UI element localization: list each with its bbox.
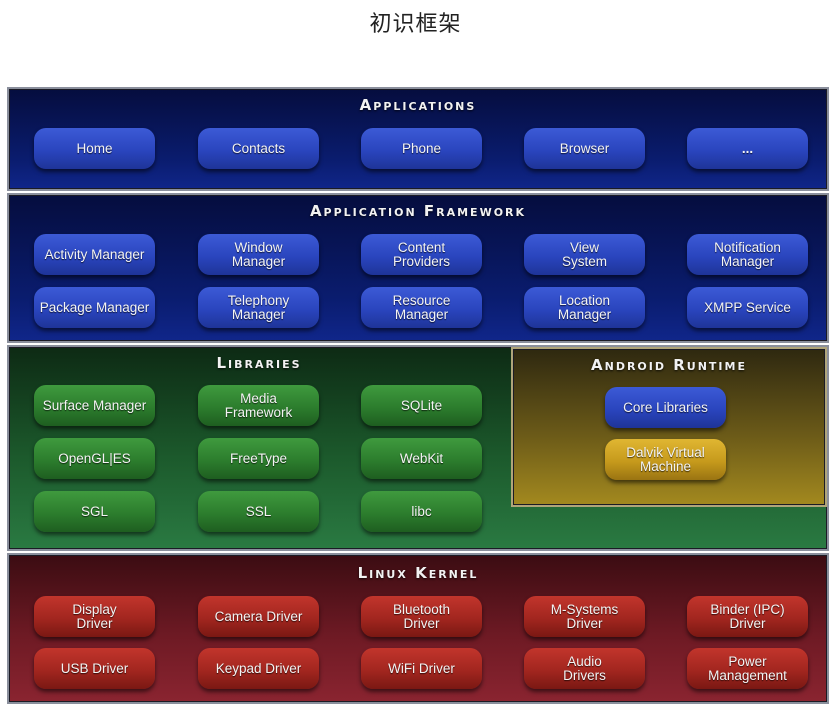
component-power-management[interactable]: Power Management [687,648,808,689]
component-sqlite[interactable]: SQLite [361,385,482,426]
component-display-driver[interactable]: Display Driver [34,596,155,637]
component-libc[interactable]: libc [361,491,482,532]
component-view-system[interactable]: View System [524,234,645,275]
component-contacts[interactable]: Contacts [198,128,319,169]
component-telephony-manager[interactable]: Telephony Manager [198,287,319,328]
component-binder-ipc-driver[interactable]: Binder (IPC) Driver [687,596,808,637]
component-webkit[interactable]: WebKit [361,438,482,479]
component-opengl-es[interactable]: OpenGL|ES [34,438,155,479]
layer-application-framework: Application Framework Activity Manager W… [7,193,829,343]
component-notification-manager[interactable]: Notification Manager [687,234,808,275]
component-usb-driver[interactable]: USB Driver [34,648,155,689]
component-m-systems-driver[interactable]: M-Systems Driver [524,596,645,637]
layer-title-kernel: Linux Kernel [357,564,479,582]
component-xmpp-service[interactable]: XMPP Service [687,287,808,328]
component-more[interactable]: ... [687,128,808,169]
android-architecture-diagram: Applications Home Contacts Phone Browser… [7,87,829,704]
component-freetype[interactable]: FreeType [198,438,319,479]
layer-title-libraries: Libraries [216,354,302,372]
component-content-providers[interactable]: Content Providers [361,234,482,275]
component-camera-driver[interactable]: Camera Driver [198,596,319,637]
layer-title-runtime: Android Runtime [591,356,747,374]
layer-title-applications: Applications [359,96,477,114]
component-wifi-driver[interactable]: WiFi Driver [361,648,482,689]
component-activity-manager[interactable]: Activity Manager [34,234,155,275]
component-phone[interactable]: Phone [361,128,482,169]
component-ssl[interactable]: SSL [198,491,319,532]
layer-applications: Applications Home Contacts Phone Browser… [7,87,829,191]
component-package-manager[interactable]: Package Manager [34,287,155,328]
component-bluetooth-driver[interactable]: Bluetooth Driver [361,596,482,637]
layer-libraries: Libraries Surface Manager Media Framewor… [7,345,829,551]
component-resource-manager[interactable]: Resource Manager [361,287,482,328]
layer-linux-kernel: Linux Kernel Display Driver Camera Drive… [7,553,829,704]
component-sgl[interactable]: SGL [34,491,155,532]
component-window-manager[interactable]: Window Manager [198,234,319,275]
component-core-libraries[interactable]: Core Libraries [605,387,726,428]
page-title: 初识框架 [369,12,462,37]
component-surface-manager[interactable]: Surface Manager [34,385,155,426]
component-location-manager[interactable]: Location Manager [524,287,645,328]
component-media-framework[interactable]: Media Framework [198,385,319,426]
component-browser[interactable]: Browser [524,128,645,169]
component-home[interactable]: Home [34,128,155,169]
component-dalvik-vm[interactable]: Dalvik Virtual Machine [605,439,726,480]
component-keypad-driver[interactable]: Keypad Driver [198,648,319,689]
component-audio-drivers[interactable]: Audio Drivers [524,648,645,689]
layer-android-runtime: Android Runtime Core Libraries Dalvik Vi… [511,347,827,507]
layer-title-framework: Application Framework [309,202,527,220]
